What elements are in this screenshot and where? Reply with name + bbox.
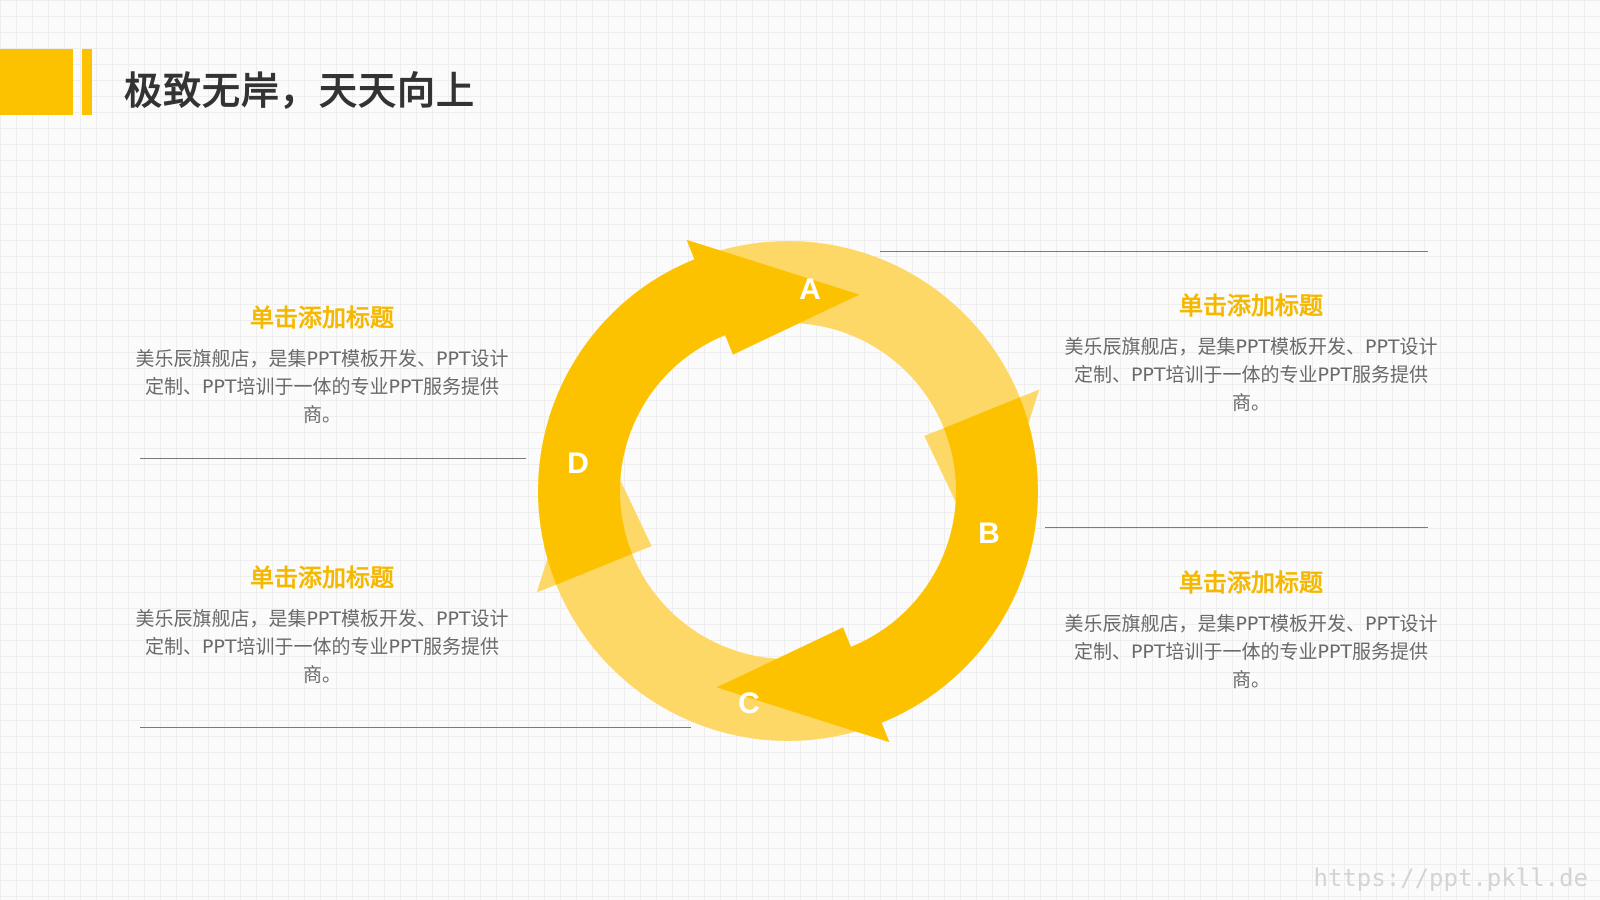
title-accent-block <box>0 49 73 115</box>
cycle-arrow-b <box>716 397 1039 743</box>
block-title: 单击添加标题 <box>1179 292 1323 320</box>
text-block-bottom-left: 单击添加标题 美乐辰旗舰店，是集PPT模板开发、PPT设计定制、PPT培训于一体… <box>132 558 512 689</box>
divider-top-right <box>880 251 1428 252</box>
divider-middle-right <box>1045 527 1428 528</box>
text-block-bottom-right: 单击添加标题 美乐辰旗舰店，是集PPT模板开发、PPT设计定制、PPT培训于一体… <box>1061 563 1441 694</box>
block-body: 美乐辰旗舰店，是集PPT模板开发、PPT设计定制、PPT培训于一体的专业PPT服… <box>1064 613 1438 691</box>
cycle-label-b: B <box>978 517 1000 550</box>
text-block-top-right: 单击添加标题 美乐辰旗舰店，是集PPT模板开发、PPT设计定制、PPT培训于一体… <box>1061 286 1441 417</box>
cycle-arrow-d <box>537 239 860 585</box>
block-body: 美乐辰旗舰店，是集PPT模板开发、PPT设计定制、PPT培训于一体的专业PPT服… <box>1064 336 1438 414</box>
divider-middle-left <box>140 458 526 459</box>
block-title: 单击添加标题 <box>250 304 394 332</box>
cycle-label-a: A <box>799 273 821 306</box>
watermark: https://ppt.pkll.de <box>1313 864 1588 892</box>
cycle-label-c: C <box>738 687 760 720</box>
block-title: 单击添加标题 <box>250 564 394 592</box>
block-title: 单击添加标题 <box>1179 569 1323 597</box>
block-body: 美乐辰旗舰店，是集PPT模板开发、PPT设计定制、PPT培训于一体的专业PPT服… <box>135 348 509 426</box>
title-accent-bar <box>82 49 92 115</box>
text-block-top-left: 单击添加标题 美乐辰旗舰店，是集PPT模板开发、PPT设计定制、PPT培训于一体… <box>132 298 512 429</box>
cycle-label-d: D <box>567 447 589 480</box>
divider-bottom-left <box>140 727 691 728</box>
page-title: 极致无岸，天天向上 <box>124 69 476 113</box>
block-body: 美乐辰旗舰店，是集PPT模板开发、PPT设计定制、PPT培训于一体的专业PPT服… <box>135 608 509 686</box>
